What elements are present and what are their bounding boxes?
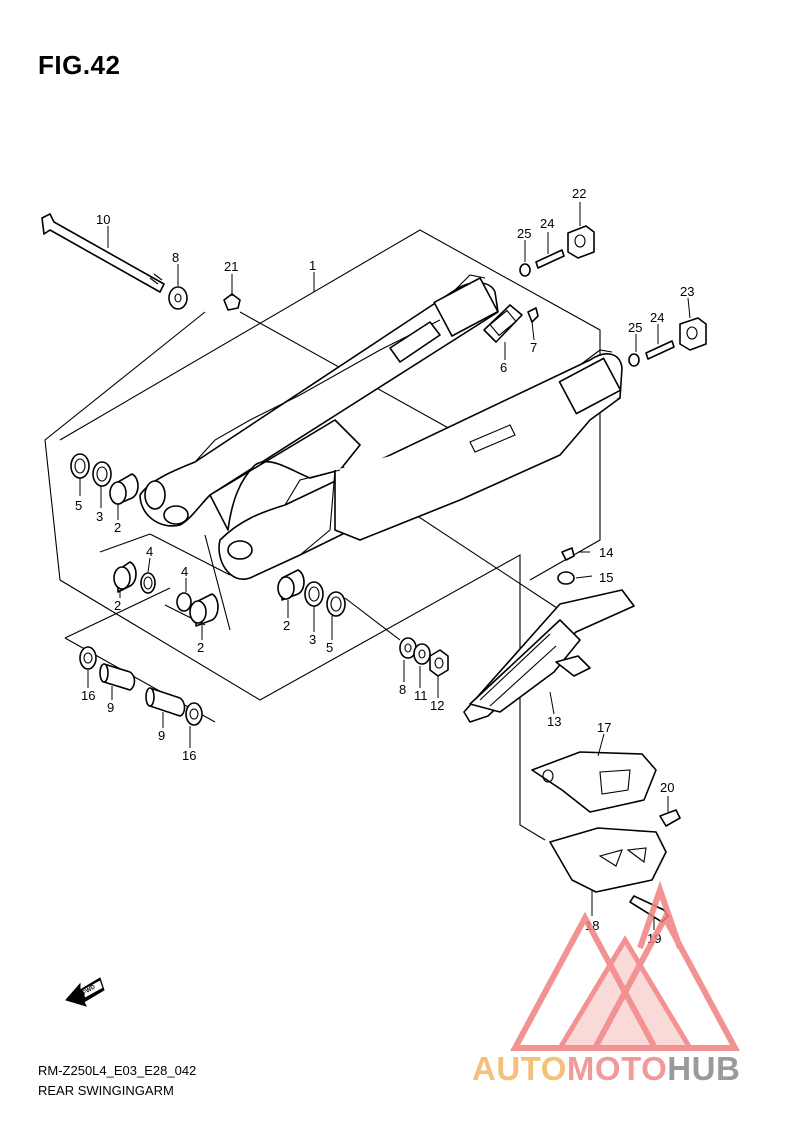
callout-16-lower: 16 bbox=[182, 748, 196, 763]
callout-21: 21 bbox=[224, 259, 238, 274]
watermark-brand-moto: MOTO bbox=[566, 1050, 668, 1087]
callout-16-upper: 16 bbox=[81, 688, 95, 703]
callout-14: 14 bbox=[599, 545, 613, 560]
adjuster-block-22[interactable] bbox=[567, 225, 595, 259]
callout-2-right: 2 bbox=[283, 618, 290, 633]
right-bearing-stack[interactable] bbox=[277, 569, 346, 617]
callout-2-center: 2 bbox=[197, 640, 204, 655]
callout-2-lower: 2 bbox=[114, 598, 121, 613]
spacer-9-upper[interactable] bbox=[79, 646, 136, 691]
adjuster-block-23[interactable] bbox=[679, 317, 707, 351]
callout-1: 1 bbox=[309, 258, 316, 273]
callout-10: 10 bbox=[96, 212, 110, 227]
center-bearing[interactable] bbox=[176, 592, 219, 627]
adjuster-bolt-24-lower[interactable] bbox=[645, 340, 675, 360]
washer-15[interactable] bbox=[557, 571, 575, 585]
callout-22: 22 bbox=[572, 186, 586, 201]
callout-25-lower: 25 bbox=[628, 320, 642, 335]
callout-5-right: 5 bbox=[326, 640, 333, 655]
callout-24-upper: 24 bbox=[540, 216, 554, 231]
watermark-brand-auto: AUTO bbox=[472, 1050, 567, 1087]
bolt-20[interactable] bbox=[659, 809, 681, 827]
callout-13: 13 bbox=[547, 714, 561, 729]
callout-3-right: 3 bbox=[309, 632, 316, 647]
callout-23: 23 bbox=[680, 284, 694, 299]
washer-25-lower[interactable] bbox=[628, 353, 640, 367]
pivot-nut-stack[interactable] bbox=[399, 637, 449, 677]
forward-direction-icon: FWD bbox=[65, 977, 105, 1007]
swingarm[interactable] bbox=[139, 274, 623, 580]
callout-9-upper: 9 bbox=[107, 700, 114, 715]
chain-guide-plate-18[interactable] bbox=[549, 827, 667, 893]
callout-25-upper: 25 bbox=[517, 226, 531, 241]
callout-17: 17 bbox=[597, 720, 611, 735]
bolt-14[interactable] bbox=[561, 547, 575, 561]
callout-5-left: 5 bbox=[75, 498, 82, 513]
callout-3-left: 3 bbox=[96, 509, 103, 524]
watermark-logo-icon bbox=[509, 880, 741, 1051]
callout-24-lower: 24 bbox=[650, 310, 664, 325]
spacer-9-lower[interactable] bbox=[145, 687, 203, 726]
callout-12: 12 bbox=[430, 698, 444, 713]
washer-8-upper[interactable] bbox=[168, 286, 188, 310]
adjuster-bolt-24-upper[interactable] bbox=[535, 249, 565, 269]
watermark-brand-hub: HUB bbox=[667, 1050, 741, 1087]
pivot-shaft[interactable] bbox=[41, 213, 165, 293]
callout-9-lower: 9 bbox=[158, 728, 165, 743]
chain-adjuster-plate-6[interactable] bbox=[483, 304, 523, 343]
callout-4-left: 4 bbox=[146, 544, 153, 559]
washer-25-upper[interactable] bbox=[519, 263, 531, 277]
callout-2-left: 2 bbox=[114, 520, 121, 535]
callout-8-upper: 8 bbox=[172, 250, 179, 265]
bolt-7[interactable] bbox=[527, 307, 539, 323]
leader-lines bbox=[79, 202, 691, 930]
callout-11: 11 bbox=[414, 688, 428, 703]
callout-6: 6 bbox=[500, 360, 507, 375]
callout-20: 20 bbox=[660, 780, 674, 795]
lower-left-bearing[interactable] bbox=[113, 561, 156, 594]
left-bearing-stack[interactable] bbox=[70, 453, 139, 505]
callout-4-center: 4 bbox=[181, 564, 188, 579]
callout-15: 15 bbox=[599, 570, 613, 585]
model-code: RM-Z250L4_E03_E28_042 bbox=[38, 1063, 197, 1078]
callout-7: 7 bbox=[530, 340, 537, 355]
watermark-brand: AUTOMOTOHUB bbox=[472, 1050, 740, 1088]
chain-guide-cover-17[interactable] bbox=[531, 751, 657, 813]
figure-title: FIG.42 bbox=[38, 50, 121, 80]
nut-21[interactable] bbox=[223, 293, 241, 311]
callout-8-lower: 8 bbox=[399, 682, 406, 697]
washer-8-upper-hole bbox=[174, 293, 182, 303]
chain-guide-13[interactable] bbox=[463, 589, 635, 723]
part-group-name: REAR SWINGINGARM bbox=[38, 1083, 174, 1098]
